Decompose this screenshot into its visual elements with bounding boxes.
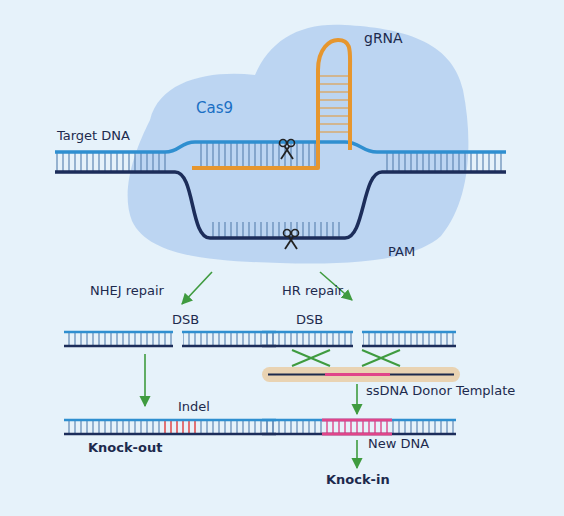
node-label: Cas9 <box>196 100 233 116</box>
broken-dna <box>64 332 276 346</box>
text-label: gRNA <box>364 30 403 46</box>
text-label: Target DNA <box>57 128 130 144</box>
text-label: HR repair <box>282 283 343 299</box>
target-strand <box>55 142 506 152</box>
complement-strand <box>55 172 506 238</box>
new-dna <box>262 420 456 434</box>
flow-arrow <box>356 440 358 468</box>
flow-arrow <box>182 272 212 304</box>
donor-template <box>262 367 460 382</box>
text-label: New DNA <box>368 436 429 452</box>
flow-arrow <box>356 384 358 414</box>
crossover-marks <box>292 350 400 366</box>
scissors-symbol <box>284 230 299 250</box>
grna-strand <box>192 40 350 168</box>
text-label: Knock-in <box>326 472 390 488</box>
rna-dna-pairs <box>196 143 316 167</box>
flow-arrow <box>144 354 146 406</box>
unpaired-bases <box>212 222 344 237</box>
base-pairs <box>382 153 504 171</box>
text-label: Indel <box>178 399 210 415</box>
text-label: DSB <box>172 312 199 328</box>
blob-shape <box>128 25 469 264</box>
base-pairs <box>56 153 170 171</box>
text-label: DSB <box>296 312 323 328</box>
text-label: Knock-out <box>88 440 162 456</box>
scissors-symbol <box>280 140 295 160</box>
text-label: NHEJ repair <box>90 283 164 299</box>
hairpin-rungs <box>320 72 348 138</box>
repaired-dna <box>64 420 276 434</box>
blob-outline <box>120 20 472 266</box>
text-label: PAM <box>388 244 415 260</box>
cas9-protein: Cas9 <box>120 20 472 266</box>
text-label: ssDNA Donor Template <box>366 383 515 399</box>
broken-dna <box>262 332 456 346</box>
